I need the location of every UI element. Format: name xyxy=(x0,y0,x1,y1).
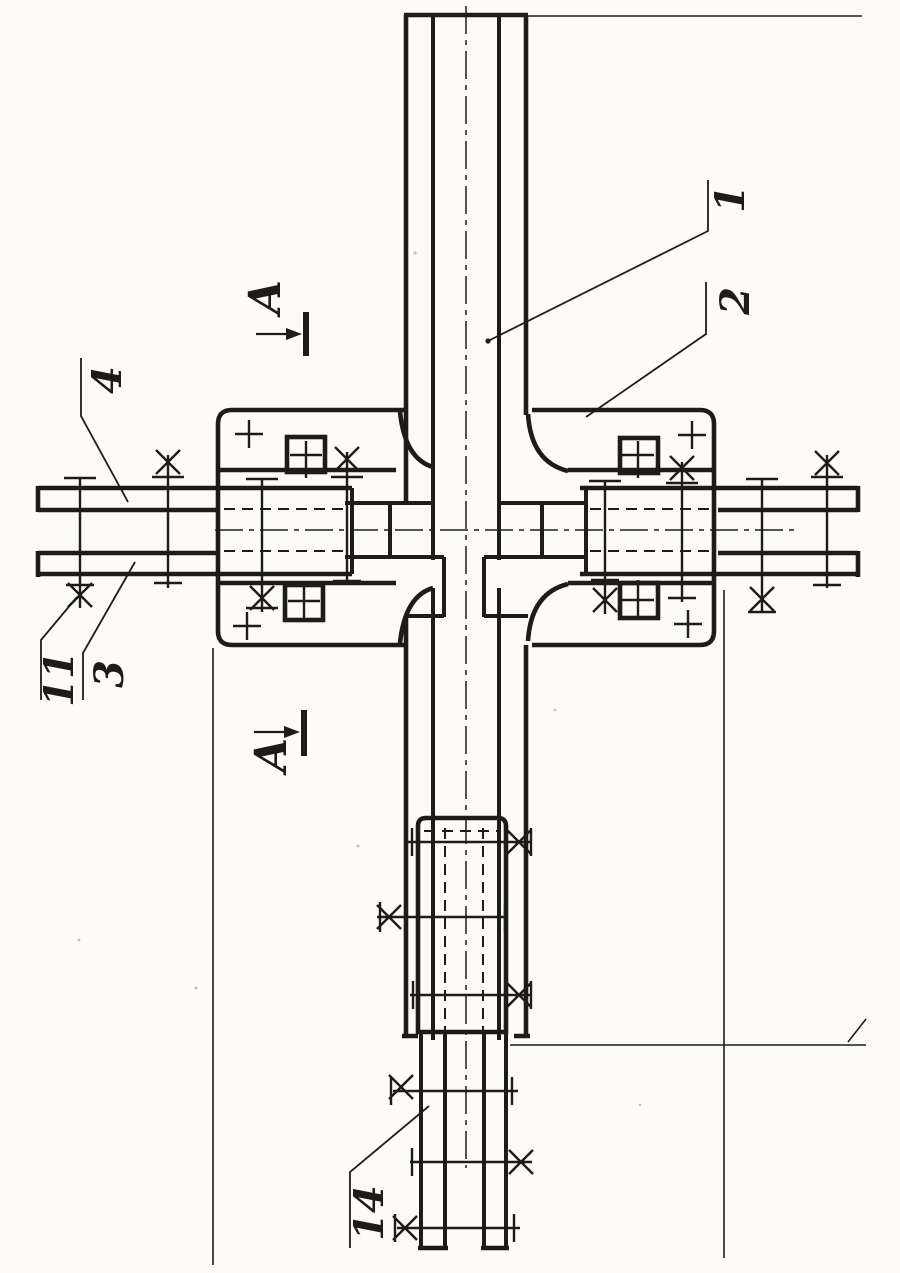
part-label-2: 2 xyxy=(712,287,759,316)
bottom-left-flange-lines xyxy=(419,1032,447,1250)
fillet-top-left xyxy=(397,411,434,470)
fillet-bottom-left xyxy=(397,585,434,644)
paper-noise xyxy=(77,251,642,1107)
column-web-strip xyxy=(404,557,528,618)
leader-line-11 xyxy=(40,596,78,700)
beam-right xyxy=(580,485,861,577)
part-label-1: 1 xyxy=(707,185,754,213)
bottom-column-section xyxy=(418,1032,509,1251)
upper-column xyxy=(403,12,529,560)
break-tick xyxy=(847,1018,867,1043)
column-splice-bolts xyxy=(376,828,534,1242)
beam-left xyxy=(35,485,352,577)
construction-lines xyxy=(212,15,867,1265)
leader-line-4 xyxy=(80,358,129,503)
leader-line-2 xyxy=(585,282,707,418)
plus-mark-top-left xyxy=(235,420,263,448)
plus-mark-bottom-left xyxy=(233,612,261,640)
part-label-3: 3 xyxy=(86,660,133,688)
chord-splice-left xyxy=(224,488,444,574)
part-label-4: 4 xyxy=(84,366,131,394)
part-label-11: 11 xyxy=(36,651,83,707)
section-arrowhead-upper xyxy=(286,328,302,340)
gusset-top-right xyxy=(532,407,717,425)
leader-line-3 xyxy=(82,561,136,700)
lower-column xyxy=(402,588,530,1040)
section-letter-lower: A xyxy=(246,738,297,776)
section-arrowhead-lower xyxy=(284,726,300,738)
chord-splice-right xyxy=(484,488,710,574)
part-label-14: 14 xyxy=(346,1185,393,1241)
section-marker-lower: A xyxy=(246,710,307,776)
cover-outline xyxy=(415,815,509,1035)
beam-bolts xyxy=(64,446,843,614)
leader-line-14 xyxy=(349,1105,430,1248)
section-marker-upper: A xyxy=(240,280,309,356)
plus-mark-bottom-right xyxy=(674,610,702,638)
section-letter-upper: A xyxy=(240,280,291,318)
gusset-bottom-left xyxy=(215,630,404,648)
cover-hidden-edges xyxy=(424,828,500,1030)
gusset-fasteners xyxy=(233,420,706,640)
leader-line-1 xyxy=(487,180,709,342)
bottom-right-flange-lines xyxy=(482,1032,508,1250)
part-callouts: 1 2 4 3 11 14 xyxy=(36,180,759,1248)
centerlines xyxy=(215,6,795,1168)
plus-mark-top-right xyxy=(678,421,706,449)
gusset-top-left xyxy=(215,407,404,425)
gusset-bottom-right xyxy=(532,630,717,648)
fillet-top-right xyxy=(525,413,569,474)
fillet-bottom-right xyxy=(525,581,569,642)
column-splice-cover xyxy=(415,815,509,1035)
